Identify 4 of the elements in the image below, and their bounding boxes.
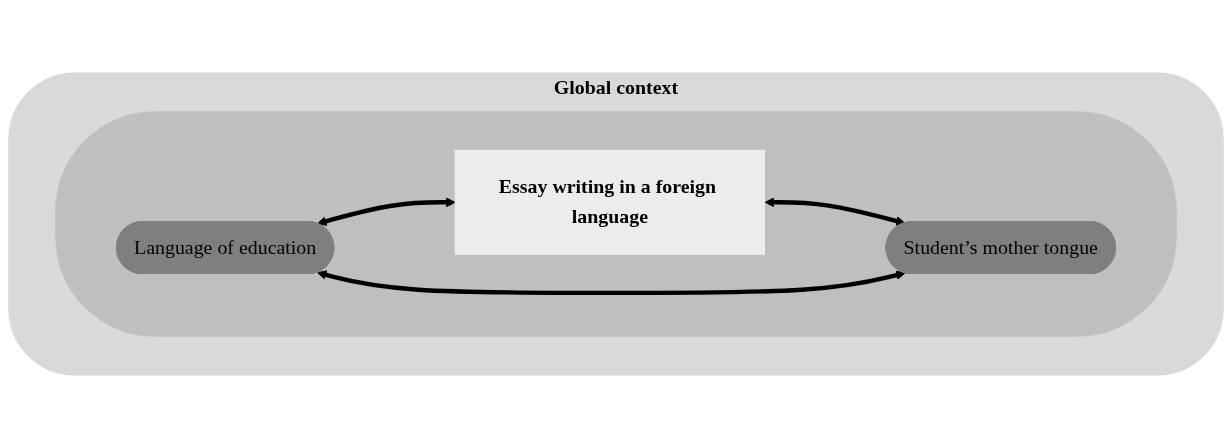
node-box: Essay writing in a foreign language — [454, 149, 766, 255]
arrow — [317, 270, 906, 296]
arrow — [317, 197, 456, 226]
arrow — [764, 197, 906, 226]
